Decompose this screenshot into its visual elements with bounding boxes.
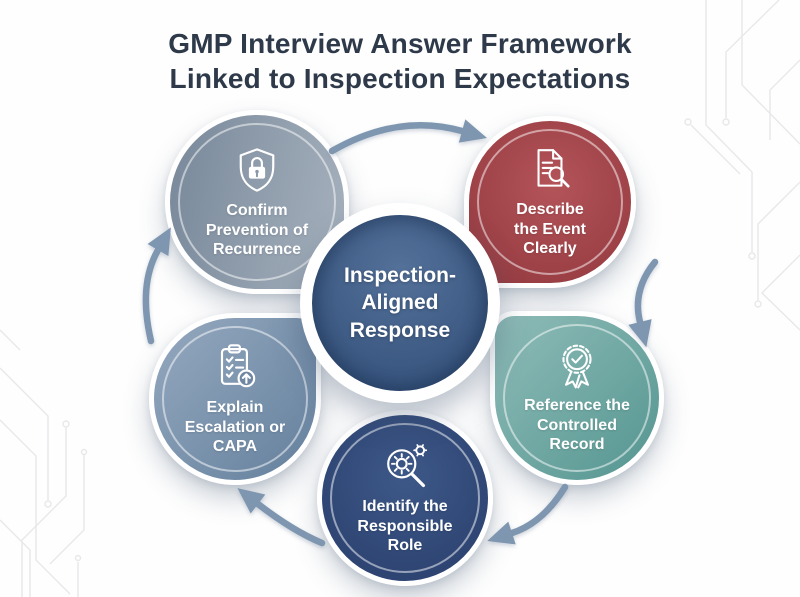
petal-explain-escalation-or-capa: Explain Escalation or CAPA (149, 313, 321, 485)
center-node: Inspection- Aligned Response (300, 203, 500, 403)
document-search-icon (525, 145, 575, 195)
node-label: Confirm Prevention of Recurrence (205, 202, 309, 259)
node-label: Describe the Event Clearly (513, 201, 586, 258)
arrow-bottom-left (237, 488, 326, 547)
petal-reference-the-controlled-record: Reference the Controlled Record (490, 311, 664, 485)
node-label: Explain Escalation or CAPA (184, 399, 286, 456)
page-title: GMP Interview Answer Framework Linked to… (168, 28, 632, 94)
node-label: Reference the Controlled Record (524, 397, 630, 454)
node-label: Identify the Responsible Role (357, 498, 453, 555)
shield-lock-icon (231, 144, 283, 196)
award-check-icon (552, 341, 602, 391)
center-node-label: Inspection- Aligned Response (343, 264, 456, 342)
magnifier-gear-icon (379, 440, 431, 492)
arrow-bottom-right (487, 483, 569, 545)
petal-identify-the-responsible-role: Identify the Responsible Role (317, 410, 493, 586)
arrow-left (142, 227, 171, 345)
arrow-top (328, 119, 487, 155)
clipboard-up-arrow-icon (209, 341, 261, 393)
petal-describe-the-event-clearly: Describe the Event Clearly (464, 116, 636, 288)
